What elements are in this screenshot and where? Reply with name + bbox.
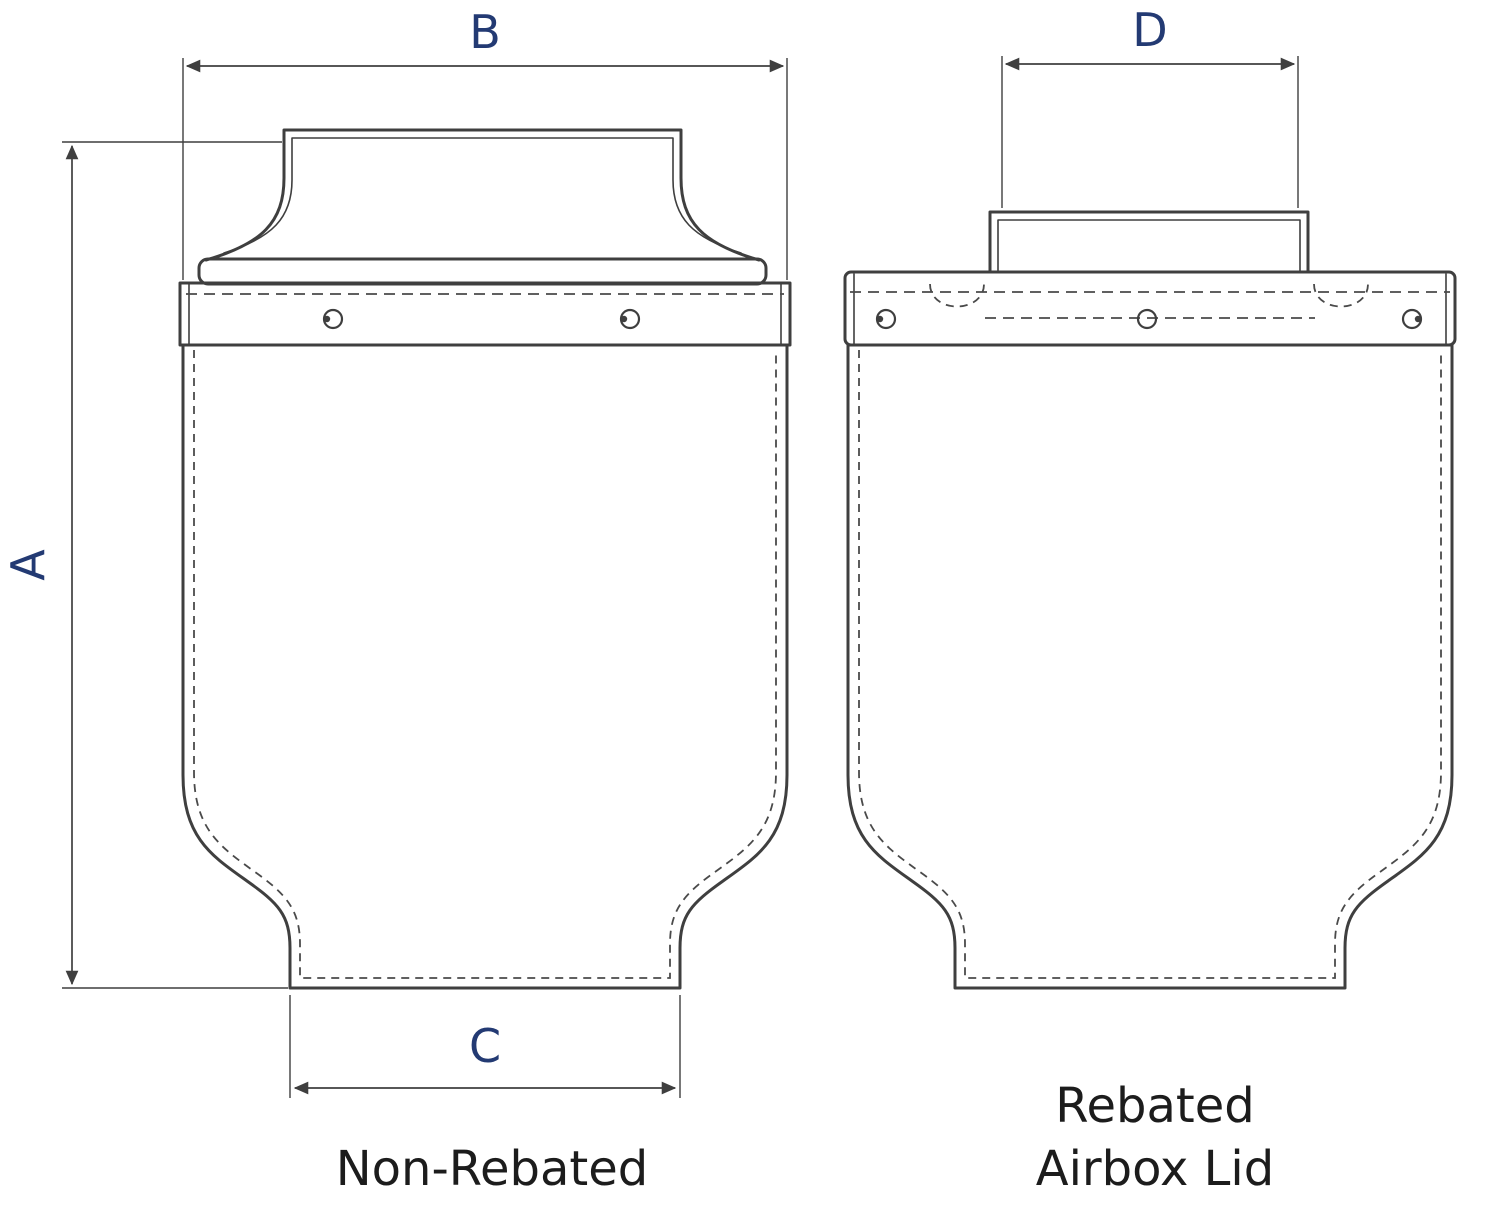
dimension-b: B (182, 5, 788, 280)
caption-rebated-line2: Airbox Lid (1036, 1141, 1274, 1197)
dimension-a: A (1, 141, 288, 989)
dim-b-label: B (469, 5, 501, 59)
dim-a-label: A (1, 549, 55, 581)
screw-hole-mark (323, 315, 331, 323)
screw-hole-mark (1414, 315, 1422, 323)
dimension-d: D (1001, 3, 1299, 208)
non-rebated-flange-lip (197, 257, 768, 286)
rebated-inner-liner-hidden (858, 350, 1442, 979)
caption-rebated-line1: Rebated (1055, 1078, 1254, 1134)
rebated-figure (843, 210, 1457, 990)
dimension-c: C (289, 995, 681, 1098)
non-rebated-lid-strip (178, 281, 792, 347)
caption-non-rebated: Non-Rebated (336, 1141, 648, 1197)
rebated-neck-inner-line (997, 219, 1301, 273)
rebated-body-outline (846, 343, 1454, 990)
dim-d-label: D (1132, 3, 1167, 57)
non-rebated-figure (178, 128, 792, 990)
non-rebated-inner-liner-hidden (193, 350, 777, 979)
screw-hole-mark (876, 315, 884, 323)
rebated-hidden-hook-left (929, 283, 985, 308)
non-rebated-neck-outline (204, 128, 761, 262)
screw-hole (1136, 308, 1158, 330)
non-rebated-neck-inner-line (223, 137, 742, 254)
rebated-neck-outline (988, 210, 1310, 274)
non-rebated-body-outline (181, 343, 789, 990)
dim-c-label: C (469, 1019, 501, 1073)
rebated-lid-strip (843, 270, 1457, 347)
rebated-hidden-hook-right (1313, 283, 1369, 308)
screw-hole-mark (620, 315, 628, 323)
